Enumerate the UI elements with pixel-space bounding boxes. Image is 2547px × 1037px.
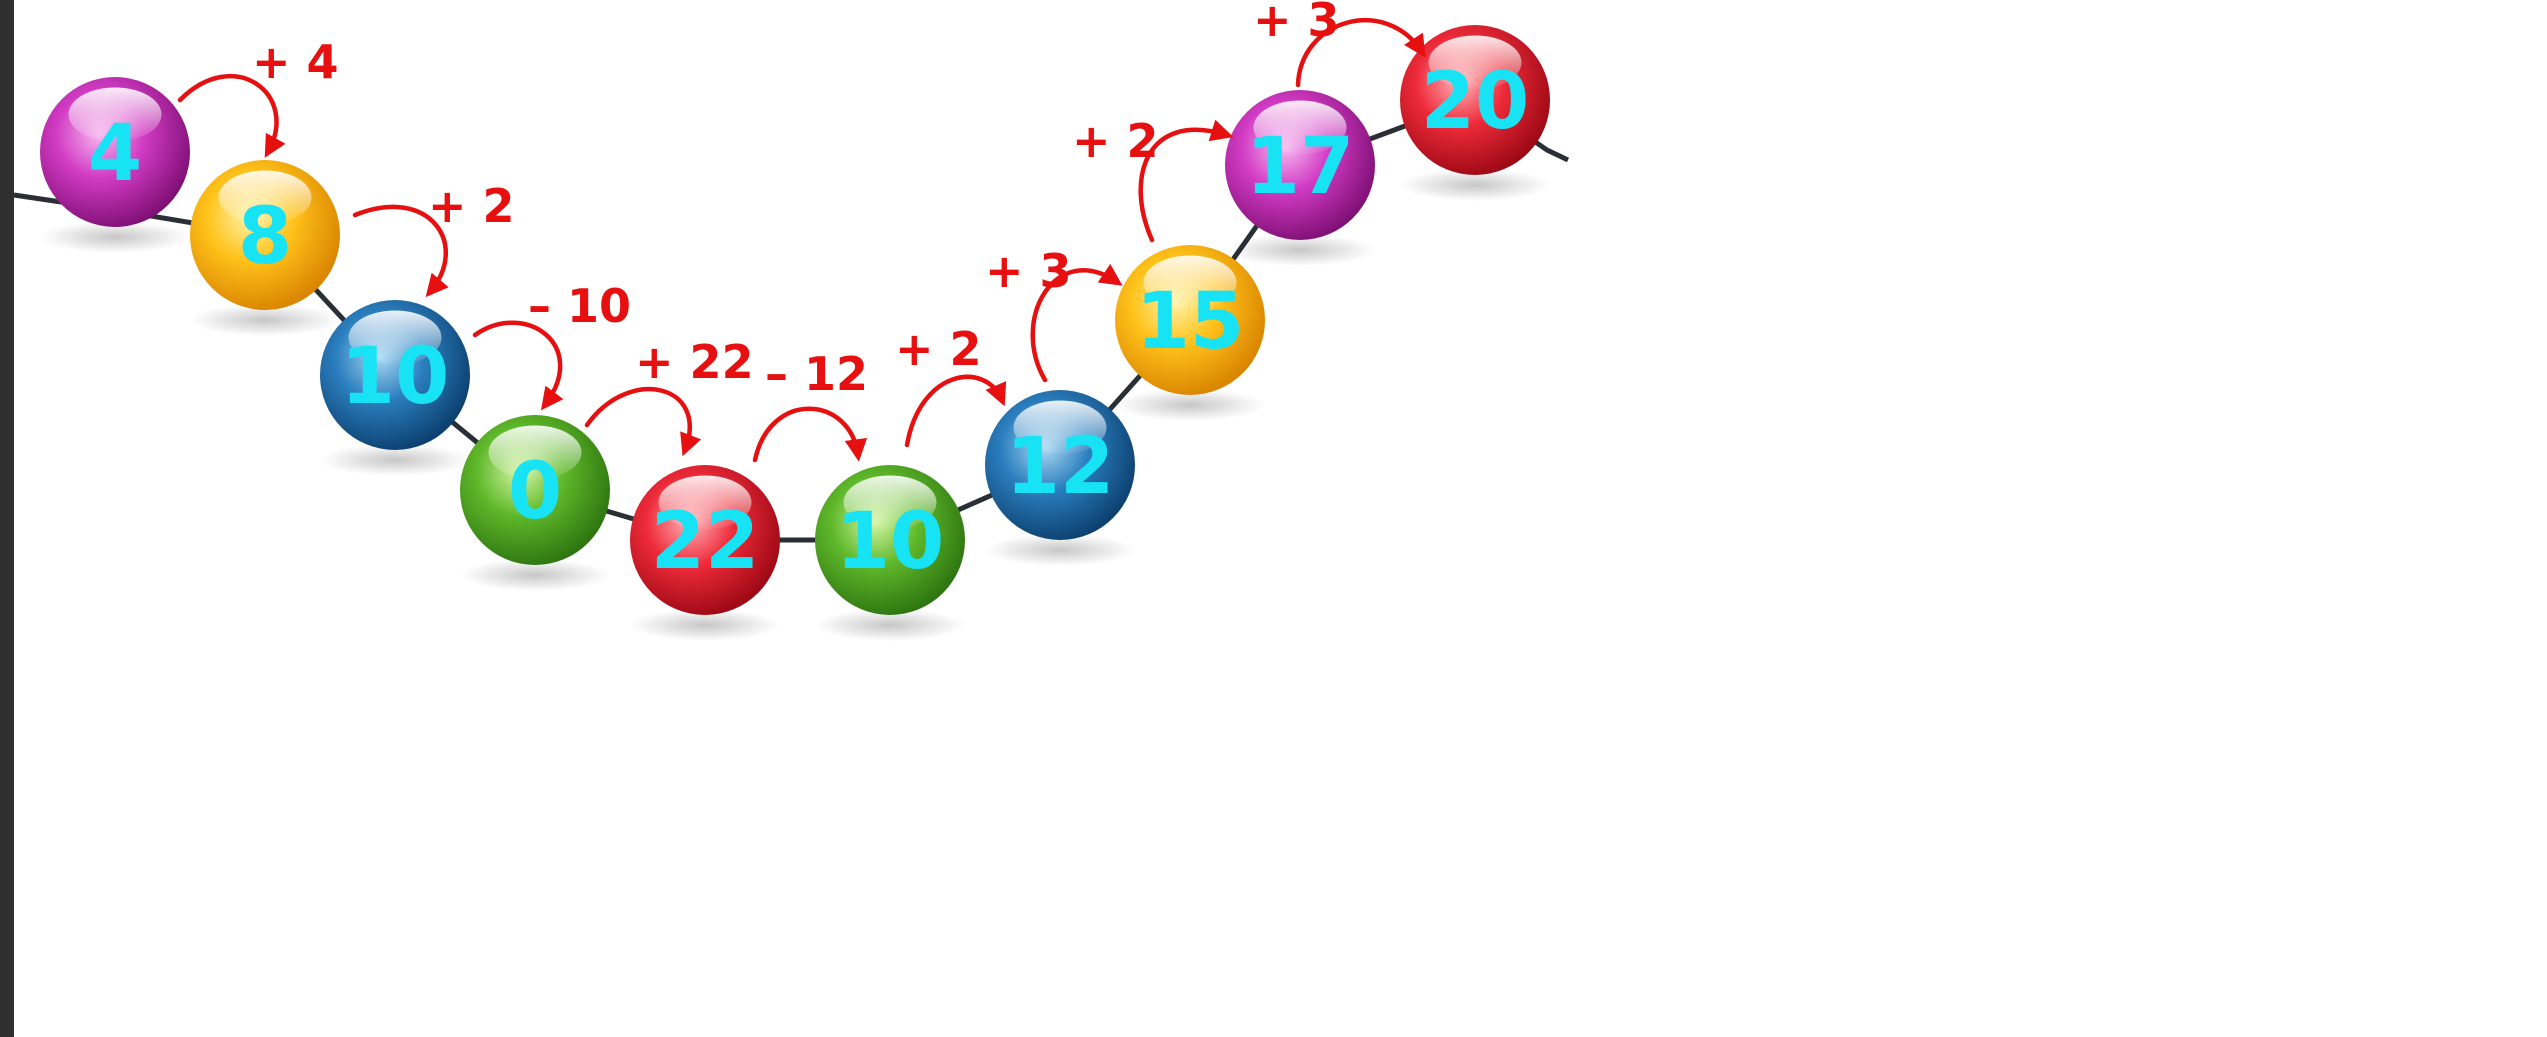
curved-arrow-icon — [472, 320, 564, 411]
step-arrow-3: – 10 — [472, 279, 631, 411]
step-arrows: + 4+ 2– 10+ 22– 12+ 2+ 3+ 2+ 3 — [177, 0, 1426, 463]
bead-3: 10 — [320, 300, 470, 450]
bead-shadow — [320, 444, 470, 476]
bead-shadow — [985, 534, 1135, 566]
bead-number: 12 — [1006, 422, 1115, 512]
bead-number: 4 — [88, 109, 142, 199]
step-arrow-8: + 2 — [1072, 114, 1234, 243]
bead-number: 0 — [508, 447, 562, 537]
bead-7: 12 — [985, 390, 1135, 540]
curved-arrow-icon — [584, 387, 702, 457]
step-label: + 4 — [252, 35, 339, 89]
step-label: + 3 — [1253, 0, 1340, 47]
bead-highlight — [1143, 255, 1237, 310]
curved-arrow-icon — [177, 73, 286, 158]
bead-4: 0 — [460, 415, 610, 565]
bead-shadow — [1400, 169, 1550, 201]
bead-shadow — [1225, 234, 1375, 266]
step-arrow-9: + 3 — [1253, 0, 1426, 88]
curved-arrow-icon — [904, 374, 1007, 448]
bead-number: 8 — [238, 192, 292, 282]
bead-number: 10 — [836, 497, 945, 587]
bead-highlight — [1253, 100, 1347, 155]
curved-arrow-icon — [1138, 119, 1234, 243]
bead-highlight — [1013, 400, 1107, 455]
curved-arrow-icon — [352, 204, 449, 298]
bead-highlight — [1428, 35, 1522, 90]
step-arrow-4: + 22 — [584, 335, 754, 457]
step-label: – 12 — [765, 347, 868, 401]
step-arrow-6: + 2 — [895, 322, 1007, 448]
step-label: + 2 — [428, 179, 515, 233]
left-edge-bar — [0, 0, 14, 1037]
bead-shadow — [815, 609, 965, 641]
bead-highlight — [658, 475, 752, 530]
bead-highlight — [843, 475, 937, 530]
bead-shadow — [190, 304, 340, 336]
bead-6: 10 — [815, 465, 965, 615]
bead-1: 4 — [40, 77, 190, 227]
step-label: + 2 — [895, 322, 982, 376]
bead-shadow — [40, 221, 190, 253]
bead-5: 22 — [630, 465, 780, 615]
bead-shadow — [1115, 389, 1265, 421]
curved-arrow-icon — [1030, 263, 1123, 383]
bead-shadow — [630, 609, 780, 641]
step-arrow-7: + 3 — [985, 244, 1123, 383]
bead-shadow — [460, 559, 610, 591]
bead-10: 20 — [1400, 25, 1550, 175]
step-arrow-2: + 2 — [352, 179, 515, 298]
bead-number: 15 — [1136, 277, 1245, 367]
step-label: + 2 — [1072, 114, 1159, 168]
bead-highlight — [348, 310, 442, 365]
bead-shadows — [40, 169, 1550, 641]
step-arrow-5: – 12 — [752, 347, 868, 463]
bead-highlight — [218, 170, 312, 225]
bead-number: 22 — [651, 497, 760, 587]
step-label: + 22 — [635, 335, 754, 389]
bead-number: 17 — [1246, 122, 1355, 212]
curved-arrow-icon — [1295, 18, 1426, 88]
step-label: + 3 — [985, 244, 1072, 298]
bead-2: 8 — [190, 160, 340, 310]
bead-highlight — [68, 87, 162, 142]
step-arrow-1: + 4 — [177, 35, 339, 158]
step-label: – 10 — [528, 279, 631, 333]
bead-highlight — [488, 425, 582, 480]
bead-number: 10 — [341, 332, 450, 422]
bead-8: 15 — [1115, 245, 1265, 395]
bead-number: 20 — [1421, 57, 1530, 147]
bead-9: 17 — [1225, 90, 1375, 240]
curved-arrow-icon — [752, 406, 868, 463]
